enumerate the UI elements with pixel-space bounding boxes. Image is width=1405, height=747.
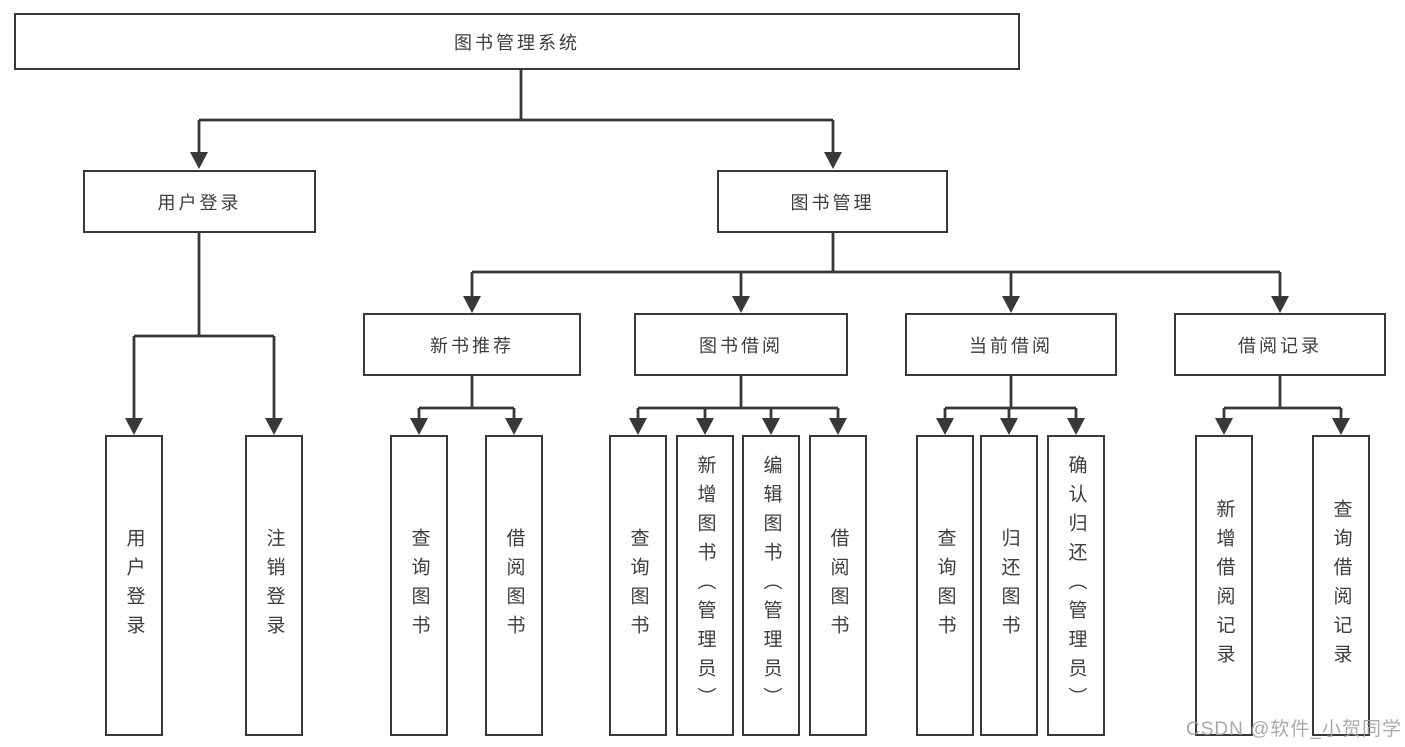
leaf-label: 编辑图书（管理员） [760, 455, 782, 716]
node-borrow-records: 借阅记录 [1174, 313, 1386, 376]
leaf-return-book: 归还图书 [980, 435, 1038, 736]
leaf-confirm-return-admin: 确认归还（管理员） [1047, 435, 1105, 736]
csdn-watermark: CSDN @软件_小贺同学 [1186, 719, 1402, 740]
connector-root-to-level2 [190, 70, 842, 169]
arrowhead [696, 418, 714, 435]
leaf-user-login: 用户登录 [105, 435, 163, 736]
leaf-query-borrow-record: 查询借阅记录 [1312, 435, 1370, 736]
leaf-query-books-current: 查询图书 [916, 435, 974, 736]
leaf-query-books-borrow: 查询图书 [609, 435, 667, 736]
arrowhead [125, 418, 143, 435]
leaf-label: 归还图书 [998, 527, 1020, 644]
leaf-query-books-recommend: 查询图书 [390, 435, 448, 736]
leaf-logout: 注销登录 [245, 435, 303, 736]
arrowhead [1332, 418, 1350, 435]
arrowhead [629, 418, 647, 435]
node-book-borrow: 图书借阅 [634, 313, 848, 376]
leaf-borrow-books: 借阅图书 [809, 435, 867, 736]
leaf-label: 查询图书 [934, 527, 956, 644]
leaf-label: 查询图书 [627, 527, 649, 644]
connector-user-login-to-leaves [125, 232, 283, 435]
node-user-login: 用户登录 [83, 170, 316, 233]
leaf-label: 新增借阅记录 [1213, 498, 1235, 673]
connector-borrow-records-to-leaves [1215, 375, 1350, 435]
leaf-borrow-books-recommend: 借阅图书 [485, 435, 543, 736]
leaf-label: 注销登录 [263, 527, 285, 644]
leaf-label: 确认归还（管理员） [1065, 455, 1087, 716]
node-new-book-recommend: 新书推荐 [363, 313, 581, 376]
arrowhead [1000, 418, 1018, 435]
leaf-label: 查询借阅记录 [1330, 498, 1352, 673]
arrowhead [505, 418, 523, 435]
leaf-label: 新增图书（管理员） [694, 455, 716, 716]
leaf-label: 借阅图书 [503, 527, 525, 644]
connector-book-borrow-to-leaves [629, 375, 847, 435]
node-book-management: 图书管理 [717, 170, 948, 233]
arrowhead [732, 296, 750, 313]
node-current-borrow: 当前借阅 [905, 313, 1117, 376]
arrowhead [824, 152, 842, 169]
arrowhead [829, 418, 847, 435]
leaf-add-book-admin: 新增图书（管理员） [676, 435, 734, 736]
arrowhead [190, 152, 208, 169]
leaf-edit-book-admin: 编辑图书（管理员） [742, 435, 800, 736]
arrowhead [463, 296, 481, 313]
arrowhead [1067, 418, 1085, 435]
node-root-system: 图书管理系统 [14, 13, 1020, 70]
arrowhead [1002, 296, 1020, 313]
leaf-label: 查询图书 [408, 527, 430, 644]
arrowhead [265, 418, 283, 435]
connector-current-borrow-to-leaves [936, 375, 1085, 435]
arrowhead [410, 418, 428, 435]
connector-book-management-to-level3 [463, 232, 1289, 313]
arrowhead [936, 418, 954, 435]
leaf-add-borrow-record: 新增借阅记录 [1195, 435, 1253, 736]
connector-new-book-recommend-to-leaves [410, 375, 523, 435]
arrowhead [1215, 418, 1233, 435]
arrowhead [1271, 296, 1289, 313]
leaf-label: 用户登录 [123, 527, 145, 644]
arrowhead [762, 418, 780, 435]
leaf-label: 借阅图书 [827, 527, 849, 644]
